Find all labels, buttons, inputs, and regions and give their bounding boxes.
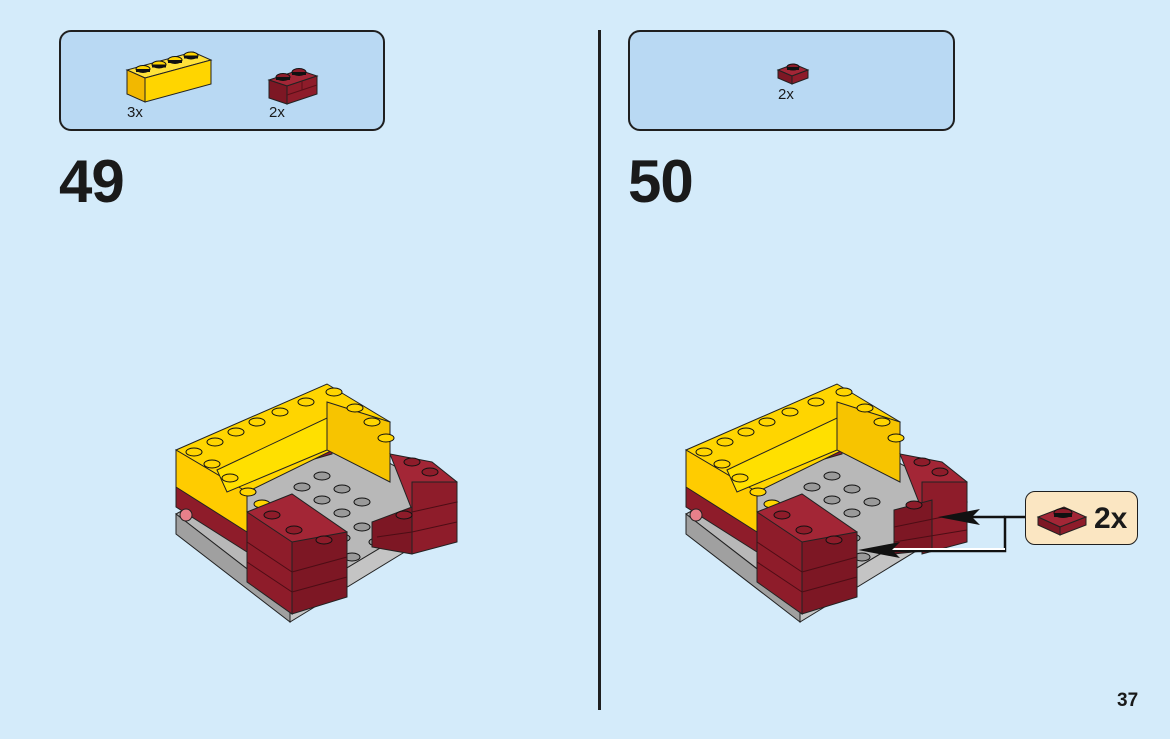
placement-arrows: [858, 509, 1025, 558]
step-50-model-illustration: [684, 383, 968, 624]
step-number: 50: [628, 148, 694, 215]
page-divider: [598, 30, 601, 710]
page-number: 37: [1117, 690, 1139, 711]
step-49-parts-box: 3x 2x: [59, 30, 385, 131]
part-qty: 2x: [778, 86, 794, 103]
step-49-model-illustration: [174, 383, 458, 624]
sub-part-callout: 2x: [1025, 491, 1138, 545]
dark-red-masonry-brick-icon: [267, 68, 319, 105]
dark-red-1x1-plate-icon: [776, 63, 810, 85]
callout-qty: 2x: [1094, 502, 1128, 535]
dark-red-1x1-plate-icon: [1036, 506, 1088, 536]
yellow-1x4-brick-icon: [125, 51, 213, 103]
part-qty: 2x: [269, 104, 285, 121]
part-qty: 3x: [127, 104, 143, 121]
step-50-parts-box: 2x: [628, 30, 955, 131]
step-number: 49: [59, 148, 125, 215]
